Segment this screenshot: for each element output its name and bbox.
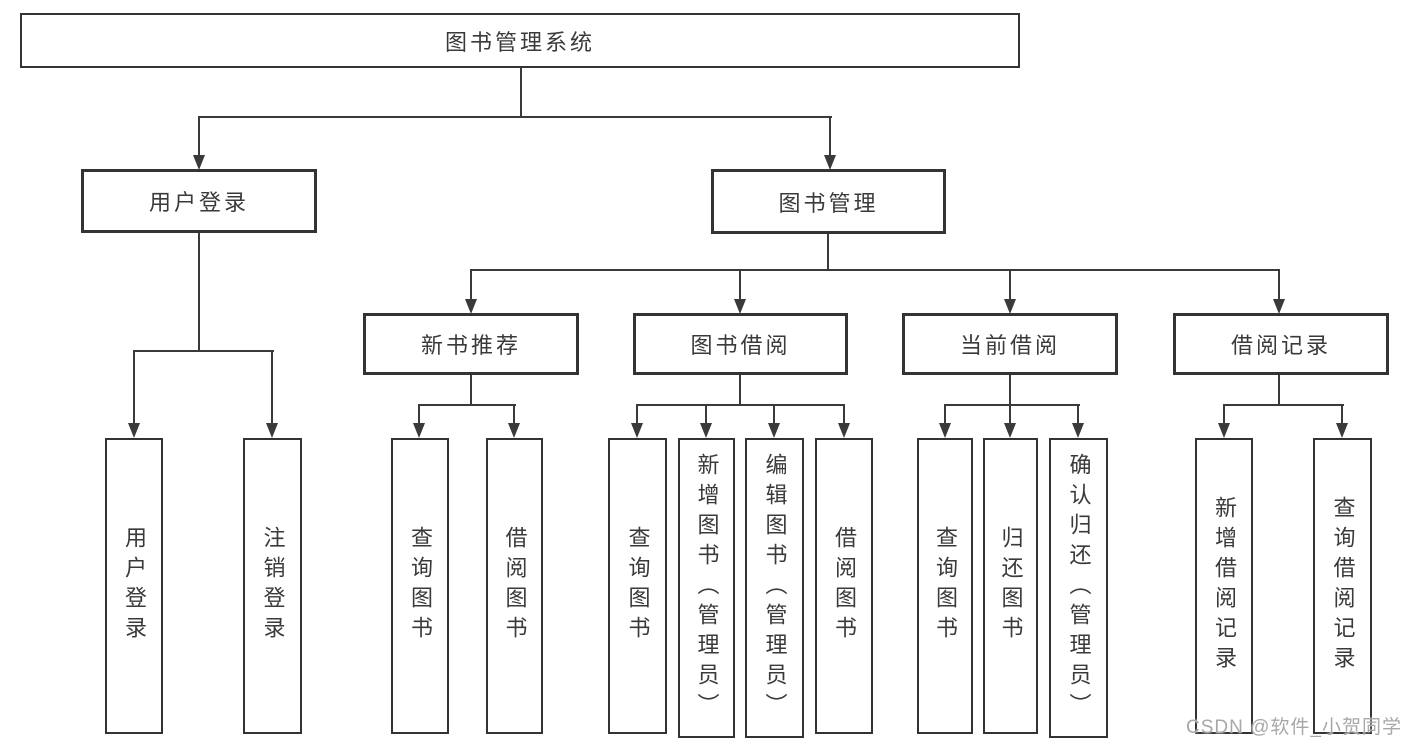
connector-line [1278, 374, 1280, 406]
arrow-down-icon [939, 423, 951, 438]
connector-line [1223, 404, 1225, 425]
connector-line [470, 269, 472, 301]
arrow-down-icon [1004, 423, 1016, 438]
arrow-down-icon [1273, 299, 1285, 314]
watermark: CSDN @软件_小贺同学 [1186, 717, 1402, 738]
arrow-down-icon [768, 423, 780, 438]
leaf-query-borrow-record: 查询借阅记录 [1313, 438, 1372, 734]
arrow-down-icon [1336, 423, 1348, 438]
connector-line [520, 68, 522, 118]
leaf-confirm-return-admin: 确认归还（管理员） [1049, 438, 1108, 738]
leaf-label: 新增图书（管理员） [694, 453, 720, 723]
leaf-label: 编辑图书（管理员） [762, 453, 788, 723]
leaf-label: 确认归还（管理员） [1066, 453, 1092, 723]
leaf-edit-books-admin: 编辑图书（管理员） [745, 438, 804, 738]
leaf-label: 新增借阅记录 [1212, 496, 1237, 676]
connector-line [739, 374, 741, 406]
connector-line [513, 404, 515, 425]
connector-line [470, 269, 1280, 271]
node-user-login: 用户登录 [81, 169, 317, 233]
leaf-label: 归还图书 [998, 526, 1024, 646]
leaf-add-books-admin: 新增图书（管理员） [678, 438, 735, 738]
node-new-book-recommendation: 新书推荐 [363, 313, 579, 375]
connector-line [271, 350, 273, 424]
arrow-down-icon [838, 423, 850, 438]
arrow-down-icon [266, 423, 278, 438]
node-library-management-system: 图书管理系统 [20, 13, 1020, 68]
connector-line [470, 374, 472, 406]
leaf-borrow-books-recommend: 借阅图书 [486, 438, 543, 734]
connector-line [1009, 374, 1011, 406]
arrow-down-icon [465, 299, 477, 314]
leaf-add-borrow-record: 新增借阅记录 [1195, 438, 1253, 734]
node-borrowing-records: 借阅记录 [1173, 313, 1389, 375]
arrow-down-icon [824, 155, 836, 170]
leaf-label: 查询图书 [625, 526, 651, 646]
leaf-label: 查询图书 [408, 526, 433, 646]
connector-line [636, 404, 845, 406]
node-book-borrowing: 图书借阅 [633, 313, 848, 375]
leaf-return-books: 归还图书 [983, 438, 1038, 734]
connector-line [739, 269, 741, 301]
arrow-down-icon [1218, 423, 1230, 438]
connector-line [1077, 404, 1079, 425]
connector-line [944, 404, 1080, 406]
leaf-query-books-borrowing: 查询图书 [608, 438, 667, 734]
leaf-query-books-current: 查询图书 [917, 438, 973, 734]
leaf-label: 借阅图书 [832, 526, 857, 646]
arrow-down-icon [734, 299, 746, 314]
leaf-label: 注销登录 [260, 526, 286, 646]
arrow-down-icon [700, 423, 712, 438]
connector-line [198, 116, 832, 118]
connector-line [133, 350, 135, 424]
arrow-down-icon [631, 423, 643, 438]
node-current-borrowing: 当前借阅 [902, 313, 1118, 375]
node-book-management: 图书管理 [711, 169, 946, 234]
connector-line [418, 404, 420, 425]
connector-line [418, 404, 516, 406]
arrow-down-icon [1072, 423, 1084, 438]
leaf-label: 查询图书 [933, 526, 958, 646]
connector-line [198, 232, 200, 352]
connector-line [944, 404, 946, 425]
leaf-query-books-recommend: 查询图书 [391, 438, 449, 734]
connector-line [773, 404, 775, 425]
connector-line [1223, 404, 1344, 406]
connector-line [133, 350, 274, 352]
connector-line [705, 404, 707, 425]
connector-line [1009, 269, 1011, 301]
leaf-label: 查询借阅记录 [1330, 496, 1356, 676]
leaf-label: 用户登录 [122, 526, 147, 646]
arrow-down-icon [413, 423, 425, 438]
arrow-down-icon [508, 423, 520, 438]
leaf-logout: 注销登录 [243, 438, 302, 734]
connector-line [829, 116, 831, 156]
leaf-label: 借阅图书 [502, 526, 528, 646]
leaf-borrow-books: 借阅图书 [815, 438, 873, 734]
connector-line [827, 233, 829, 271]
arrow-down-icon [128, 423, 140, 438]
connector-line [636, 404, 638, 425]
connector-line [843, 404, 845, 425]
connector-line [1009, 404, 1011, 425]
arrow-down-icon [193, 155, 205, 170]
arrow-down-icon [1004, 299, 1016, 314]
connector-line [1341, 404, 1343, 425]
connector-line [198, 116, 200, 156]
connector-line [1278, 269, 1280, 301]
leaf-user-login: 用户登录 [105, 438, 163, 734]
